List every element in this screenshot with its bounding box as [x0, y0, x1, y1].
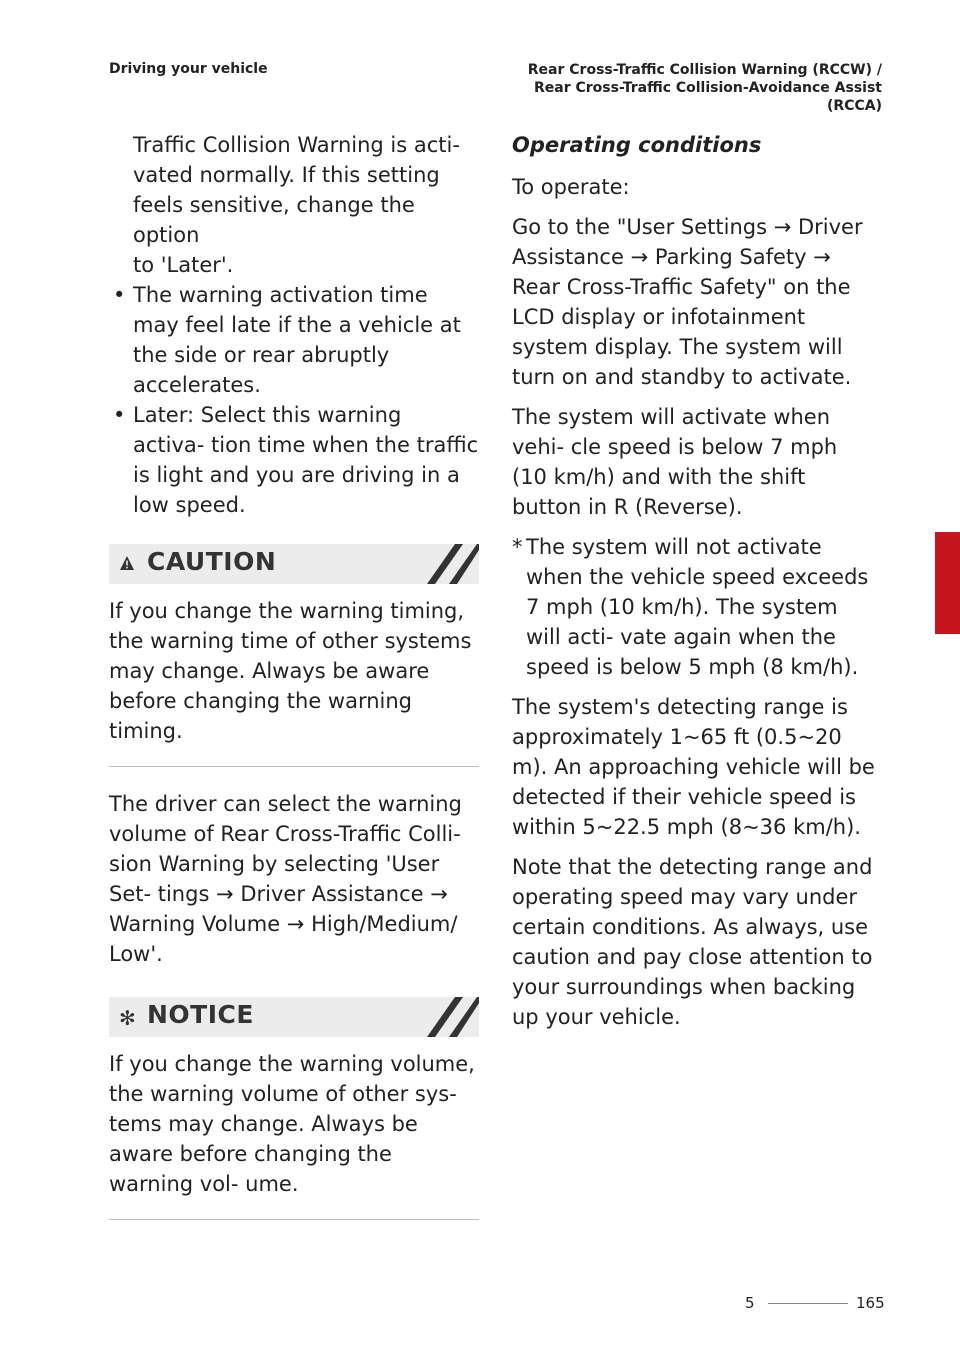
chapter-tab-number: 5: [938, 608, 952, 630]
section-title: Operating conditions: [512, 133, 762, 157]
banner-stripes-icon: [427, 997, 479, 1037]
continuation-line: to 'Later'.: [133, 253, 234, 277]
caution-title: CAUTION: [147, 547, 277, 576]
bullet-text: Later: Select this warning activa- tion …: [133, 403, 479, 517]
continuation-line: Traffic Collision Warning is acti-: [133, 133, 460, 157]
continuation-line: feels sensitive, change the option: [133, 193, 415, 247]
continuation-line: vated normally. If this setting: [133, 163, 440, 187]
running-header-left: Driving your vehicle: [109, 61, 268, 77]
option-bullet-list: • The warning activation time may feel l…: [109, 280, 479, 520]
running-header-right: Rear Cross-Traffic Collision Warning (RC…: [528, 61, 882, 115]
paragraph: The system will activate when vehi- cle …: [512, 405, 838, 519]
right-column: Operating conditions To operate: Go to t…: [512, 130, 878, 1042]
left-column: Traffic Collision Warning is acti- vated…: [109, 130, 479, 1220]
continuation-text: Traffic Collision Warning is acti- vated…: [109, 130, 479, 280]
header-right-line: (RCCA): [827, 98, 882, 114]
chapter-tab: [935, 532, 960, 634]
paragraph: The system's detecting range is approxim…: [512, 695, 875, 839]
header-right-line: Rear Cross-Traffic Collision-Avoidance A…: [534, 80, 882, 96]
paragraph: Go to the "User Settings → Driver Assist…: [512, 215, 863, 389]
bullet-dot-icon: •: [113, 283, 126, 307]
footer-section-number: 5: [745, 1294, 755, 1312]
warning-triangle-icon: [119, 551, 135, 581]
volume-paragraph: The driver can select the warning volume…: [109, 792, 462, 966]
notice-text: If you change the warning volume, the wa…: [109, 1052, 475, 1196]
paragraph: To operate:: [512, 175, 630, 199]
header-right-line: Rear Cross-Traffic Collision Warning (RC…: [527, 62, 882, 78]
bullet-dot-icon: •: [113, 403, 126, 427]
notice-title: NOTICE: [147, 1000, 254, 1029]
note-marker: *: [512, 535, 523, 559]
bullet-text: The warning activation time may feel lat…: [133, 283, 461, 397]
divider: [109, 766, 479, 767]
banner-stripes-icon: [427, 544, 479, 584]
bullet-item: • Later: Select this warning activa- tio…: [109, 400, 479, 520]
note: * The system will not activate when the …: [512, 532, 878, 682]
note-text: The system will not activate when the ve…: [526, 535, 869, 679]
caution-banner: CAUTION: [109, 544, 479, 584]
paragraph: Note that the detecting range and operat…: [512, 855, 873, 1029]
divider: [109, 1219, 479, 1220]
notice-banner: ✻ NOTICE: [109, 997, 479, 1037]
asterisk-icon: ✻: [119, 1006, 136, 1030]
page-number: 165: [856, 1294, 885, 1312]
caution-text: If you change the warning timing, the wa…: [109, 599, 472, 743]
footer-divider: [768, 1303, 848, 1304]
bullet-item: • The warning activation time may feel l…: [109, 280, 479, 400]
